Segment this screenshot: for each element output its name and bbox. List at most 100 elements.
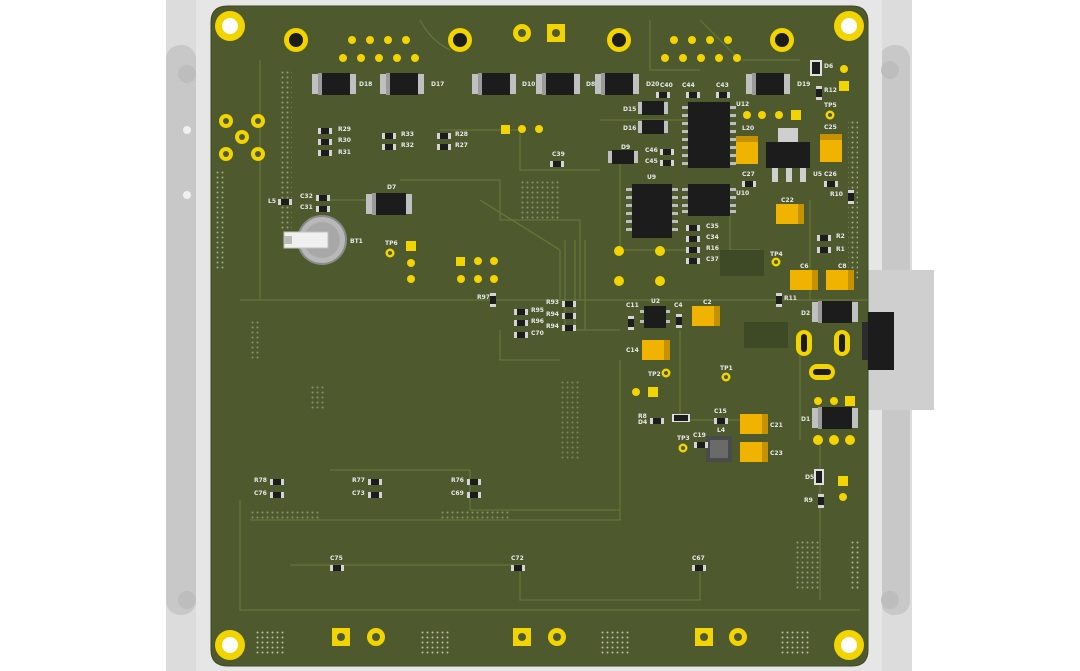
ground-pad-1	[720, 250, 764, 276]
passive-component	[562, 301, 576, 307]
battery-bt1	[283, 215, 347, 265]
passive-component	[848, 190, 854, 204]
passive-component	[817, 235, 831, 241]
label-tp3: TP3	[677, 435, 690, 442]
pad-holes	[223, 118, 742, 641]
ic-u12	[682, 102, 736, 168]
label-c8: C8	[838, 263, 847, 270]
label-c70: C70	[531, 330, 544, 337]
passive-component	[686, 236, 700, 242]
label-tp4: TP4	[770, 251, 783, 258]
label-c44: C44	[682, 82, 695, 89]
label-r16: R16	[706, 245, 719, 252]
label-d18: D18	[359, 81, 372, 88]
test-point-holes	[388, 113, 832, 450]
label-u12: U12	[736, 101, 749, 108]
passive-component	[514, 309, 528, 315]
label-c6: C6	[800, 263, 809, 270]
label-d2: D2	[801, 310, 810, 317]
passive-component	[656, 92, 670, 98]
label-u9: U9	[647, 174, 656, 181]
label-r96: R96	[531, 318, 544, 325]
label-c11: C11	[626, 302, 639, 309]
label-d15: D15	[623, 106, 636, 113]
label-r78: R78	[254, 477, 267, 484]
label-c76: C76	[254, 490, 267, 497]
passive-component	[660, 160, 674, 166]
label-c19: C19	[693, 432, 706, 439]
passive-component	[817, 247, 831, 253]
passive-component	[330, 565, 344, 571]
label-r2: R2	[836, 233, 845, 240]
passive-component	[514, 332, 528, 338]
pin-headers	[219, 36, 855, 646]
label-r94b: R94	[546, 323, 559, 330]
label-u10: U10	[736, 190, 749, 197]
label-d5: D5	[805, 474, 814, 481]
label-c46: C46	[645, 147, 658, 154]
ground-pad-2	[744, 322, 788, 348]
side-connector	[862, 312, 894, 370]
label-r28: R28	[455, 131, 468, 138]
pcb-board	[210, 5, 869, 667]
passive-component	[278, 199, 292, 205]
passive-component	[824, 181, 838, 187]
passive-component	[562, 313, 576, 319]
label-tp1: TP1	[720, 365, 733, 372]
passive-component	[686, 225, 700, 231]
oval-pads	[796, 330, 850, 380]
passive-component	[382, 133, 396, 139]
passive-component	[467, 479, 481, 485]
label-r77: R77	[352, 477, 365, 484]
label-c23: C23	[770, 450, 783, 457]
small-passives	[270, 86, 854, 571]
label-c2: C2	[703, 299, 712, 306]
passive-component	[694, 442, 708, 448]
label-tp5: TP5	[824, 102, 837, 109]
ic-u10	[682, 184, 736, 216]
label-u2: U2	[651, 298, 660, 305]
label-d4: D4	[638, 419, 647, 426]
label-c72: C72	[511, 555, 524, 562]
passive-component	[368, 479, 382, 485]
label-c73: C73	[352, 490, 365, 497]
label-r12: R12	[824, 87, 837, 94]
label-c67: C67	[692, 555, 705, 562]
label-r31: R31	[338, 149, 351, 156]
label-r29: R29	[338, 126, 351, 133]
passive-component	[686, 258, 700, 264]
passive-component	[318, 139, 332, 145]
ic-u5	[766, 128, 810, 182]
label-r93: R93	[546, 299, 559, 306]
passive-component	[714, 418, 728, 424]
passive-component	[650, 418, 664, 424]
small-diodes	[608, 60, 824, 485]
passive-component	[716, 92, 730, 98]
passive-component	[467, 492, 481, 498]
silkscreen-labels: D18 D17 D10 D8 D20 D19 D6 R12 U12 TP5 L2…	[254, 63, 847, 562]
label-l20: L20	[742, 125, 754, 132]
label-d6: D6	[824, 63, 833, 70]
label-c15: C15	[714, 408, 727, 415]
label-l5: L5	[268, 198, 276, 205]
passive-component	[628, 316, 634, 330]
label-d8: D8	[586, 81, 595, 88]
label-c43: C43	[716, 82, 729, 89]
label-d7: D7	[387, 184, 396, 191]
label-d17: D17	[431, 81, 444, 88]
label-d1: D1	[801, 416, 810, 423]
label-c4: C4	[674, 302, 683, 309]
passive-component	[660, 149, 674, 155]
ic-u2	[640, 306, 670, 328]
passive-component	[318, 150, 332, 156]
label-c26: C26	[824, 171, 837, 178]
passive-component	[686, 92, 700, 98]
passive-component	[270, 492, 284, 498]
label-r10: R10	[830, 191, 843, 198]
label-c22: C22	[781, 197, 794, 204]
passive-component	[490, 293, 496, 307]
passive-component	[676, 314, 682, 328]
passive-component	[742, 181, 756, 187]
label-c37: C37	[706, 256, 719, 263]
